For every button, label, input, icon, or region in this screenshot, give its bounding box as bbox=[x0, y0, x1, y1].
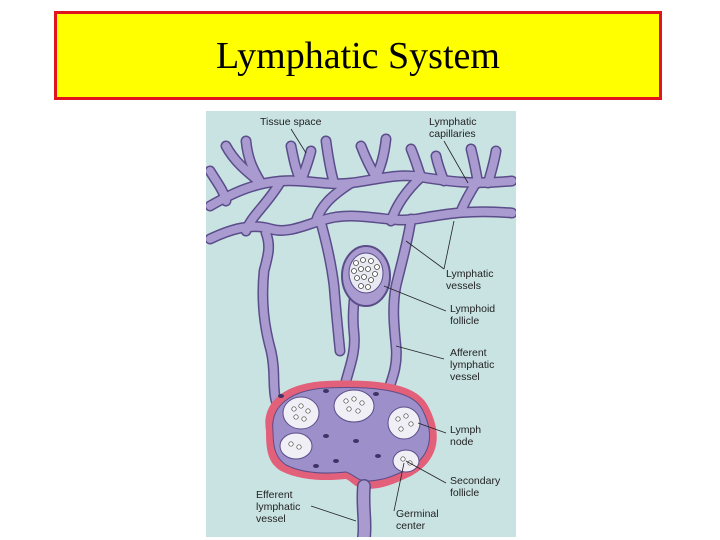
label-lymphatic-capillaries: Lymphatic capillaries bbox=[429, 116, 479, 140]
lymphatic-system-diagram: Tissue space Lymphatic capillaries Lymph… bbox=[206, 111, 516, 537]
leader-lines bbox=[290, 128, 469, 522]
label-germinal-center: Germinal center bbox=[396, 508, 442, 532]
lymph-node bbox=[265, 380, 437, 489]
lymphoid-follicle bbox=[341, 245, 391, 307]
page-title: Lymphatic System bbox=[216, 34, 500, 77]
efferent-lymphatic-vessel bbox=[356, 479, 372, 537]
label-lymphoid-follicle: Lymphoid follicle bbox=[450, 303, 498, 327]
label-secondary-follicle: Secondary follicle bbox=[450, 475, 503, 499]
lymphatic-capillary-network bbox=[206, 133, 516, 407]
label-lymph-node: Lymph node bbox=[450, 424, 484, 448]
label-efferent-lymphatic-vessel: Efferent lymphatic vessel bbox=[256, 489, 303, 525]
label-lymphatic-vessels: Lymphatic vessels bbox=[446, 268, 496, 292]
title-banner: Lymphatic System bbox=[54, 11, 662, 100]
label-afferent-lymphatic-vessel: Afferent lymphatic vessel bbox=[450, 347, 497, 383]
label-tissue-space: Tissue space bbox=[260, 116, 322, 128]
